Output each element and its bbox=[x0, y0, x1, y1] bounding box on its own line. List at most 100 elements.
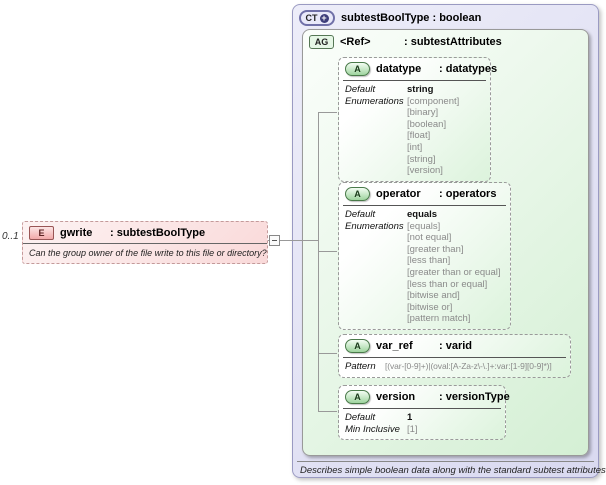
facet-label bbox=[345, 119, 407, 131]
facet-label bbox=[345, 267, 407, 279]
facet-value: [version] bbox=[407, 165, 443, 177]
facet-label bbox=[345, 279, 407, 291]
attribute-title-row: A version : versionType bbox=[339, 386, 510, 407]
facet-label bbox=[345, 107, 407, 119]
facet-row: Enumerations[component] bbox=[345, 96, 484, 108]
attribute-name: version bbox=[376, 391, 416, 403]
facet-label bbox=[345, 232, 407, 244]
expand-plus-icon[interactable]: + bbox=[319, 12, 329, 23]
facet-row: [greater than or equal] bbox=[345, 267, 504, 279]
attribute-type: : varid bbox=[439, 340, 473, 352]
complex-type-box[interactable]: CT + subtestBoolType : boolean AG <Ref> … bbox=[292, 4, 606, 478]
facet-value: 1 bbox=[407, 412, 413, 423]
facet-row: [binary] bbox=[345, 107, 484, 119]
facet-value: [pattern match] bbox=[407, 313, 471, 325]
attribute-group-name: <Ref> bbox=[340, 36, 371, 48]
divider bbox=[343, 205, 506, 206]
facet-row: [less than or equal] bbox=[345, 279, 504, 291]
element-title-row: E gwrite : subtestBoolType bbox=[23, 222, 267, 243]
facet-value: [float] bbox=[407, 130, 431, 142]
facet-row: Pattern [(var-[0-9]+)|(oval:[A-Za-z\-\.]+… bbox=[345, 361, 564, 373]
facet-label: Min Inclusive bbox=[345, 423, 400, 435]
attribute-type: : versionType bbox=[439, 391, 510, 403]
facet-value: [component] bbox=[407, 95, 460, 107]
facet-label bbox=[345, 313, 407, 325]
attribute-type: : datatypes bbox=[439, 63, 498, 75]
divider bbox=[343, 357, 566, 358]
facet-label: Default bbox=[345, 84, 376, 95]
facet-row: [bitwise or] bbox=[345, 302, 504, 314]
divider bbox=[343, 408, 501, 409]
facet-label: Enumerations bbox=[345, 220, 404, 232]
connector-line-main bbox=[268, 240, 318, 241]
facet-row: Enumerations[equals] bbox=[345, 221, 504, 233]
attribute-name: operator bbox=[376, 188, 421, 200]
attribute-name: var_ref bbox=[376, 340, 413, 352]
element-badge: E bbox=[29, 226, 54, 240]
facet-label bbox=[345, 302, 407, 314]
facet-row: [bitwise and] bbox=[345, 290, 504, 302]
attribute-box-var-ref[interactable]: A var_ref : varid Pattern [(var-[0-9]+)|(… bbox=[338, 334, 571, 378]
facet-row: [int] bbox=[345, 142, 484, 154]
facet-label bbox=[345, 165, 407, 177]
facet-row: Default equals bbox=[345, 209, 504, 221]
facet-row: [boolean] bbox=[345, 119, 484, 131]
facet-value: [not equal] bbox=[407, 232, 452, 244]
facet-label bbox=[345, 154, 407, 166]
element-annotation: Can the group owner of the file write to… bbox=[29, 248, 267, 258]
facet-value: [equals] bbox=[407, 220, 441, 232]
connector-handle[interactable] bbox=[269, 235, 280, 246]
attribute-title-row: A datatype : datatypes bbox=[339, 58, 497, 79]
facet-table: Pattern [(var-[0-9]+)|(oval:[A-Za-z\-\.]+… bbox=[339, 360, 570, 377]
attribute-badge: A bbox=[345, 339, 370, 353]
attribute-title-row: A operator : operators bbox=[339, 183, 510, 204]
facet-label: Default bbox=[345, 209, 376, 220]
facet-row: [version] bbox=[345, 165, 484, 177]
facet-value: [1] bbox=[407, 423, 418, 435]
facet-value: [less than] bbox=[407, 255, 451, 267]
facet-value: [greater than or equal] bbox=[407, 266, 501, 278]
connector-stub-version bbox=[318, 411, 337, 412]
facet-label bbox=[345, 290, 407, 302]
facet-row: [float] bbox=[345, 130, 484, 142]
complex-type-badge[interactable]: CT + bbox=[299, 10, 335, 26]
divider bbox=[297, 461, 594, 462]
facet-value: [greater than] bbox=[407, 243, 464, 255]
facet-row: [not equal] bbox=[345, 232, 504, 244]
connector-stub-operator bbox=[318, 251, 337, 252]
attribute-badge: A bbox=[345, 62, 370, 76]
element-box-gwrite[interactable]: E gwrite : subtestBoolType Can the group… bbox=[22, 221, 268, 264]
divider bbox=[343, 80, 486, 81]
facet-label bbox=[345, 244, 407, 256]
facet-row: [greater than] bbox=[345, 244, 504, 256]
attribute-group-box[interactable]: AG <Ref> : subtestAttributes A datatype … bbox=[302, 29, 589, 456]
attribute-badge: A bbox=[345, 390, 370, 404]
type-description: Describes simple boolean data along with… bbox=[300, 465, 606, 476]
attribute-type: : operators bbox=[439, 188, 497, 200]
attribute-name: datatype bbox=[376, 63, 422, 75]
complex-type-badge-label: CT bbox=[305, 13, 318, 23]
connector-stub-var-ref bbox=[318, 353, 337, 354]
facet-value: [(var-[0-9]+)|(oval:[A-Za-z\-\.]+:var:[1… bbox=[385, 361, 552, 371]
connector-stub-datatype bbox=[318, 112, 337, 113]
facet-label: Enumerations bbox=[345, 95, 404, 107]
facet-row: [less than] bbox=[345, 255, 504, 267]
element-name: gwrite bbox=[60, 227, 93, 239]
facet-row: [pattern match] bbox=[345, 313, 504, 325]
facet-value: [string] bbox=[407, 153, 436, 165]
facet-value: [bitwise and] bbox=[407, 290, 460, 302]
facet-value: [bitwise or] bbox=[407, 301, 453, 313]
facet-value: equals bbox=[407, 209, 438, 220]
attribute-title-row: A var_ref : varid bbox=[339, 335, 570, 356]
facet-label: Pattern bbox=[345, 361, 376, 372]
cardinality-label: 0..1 bbox=[2, 231, 19, 242]
